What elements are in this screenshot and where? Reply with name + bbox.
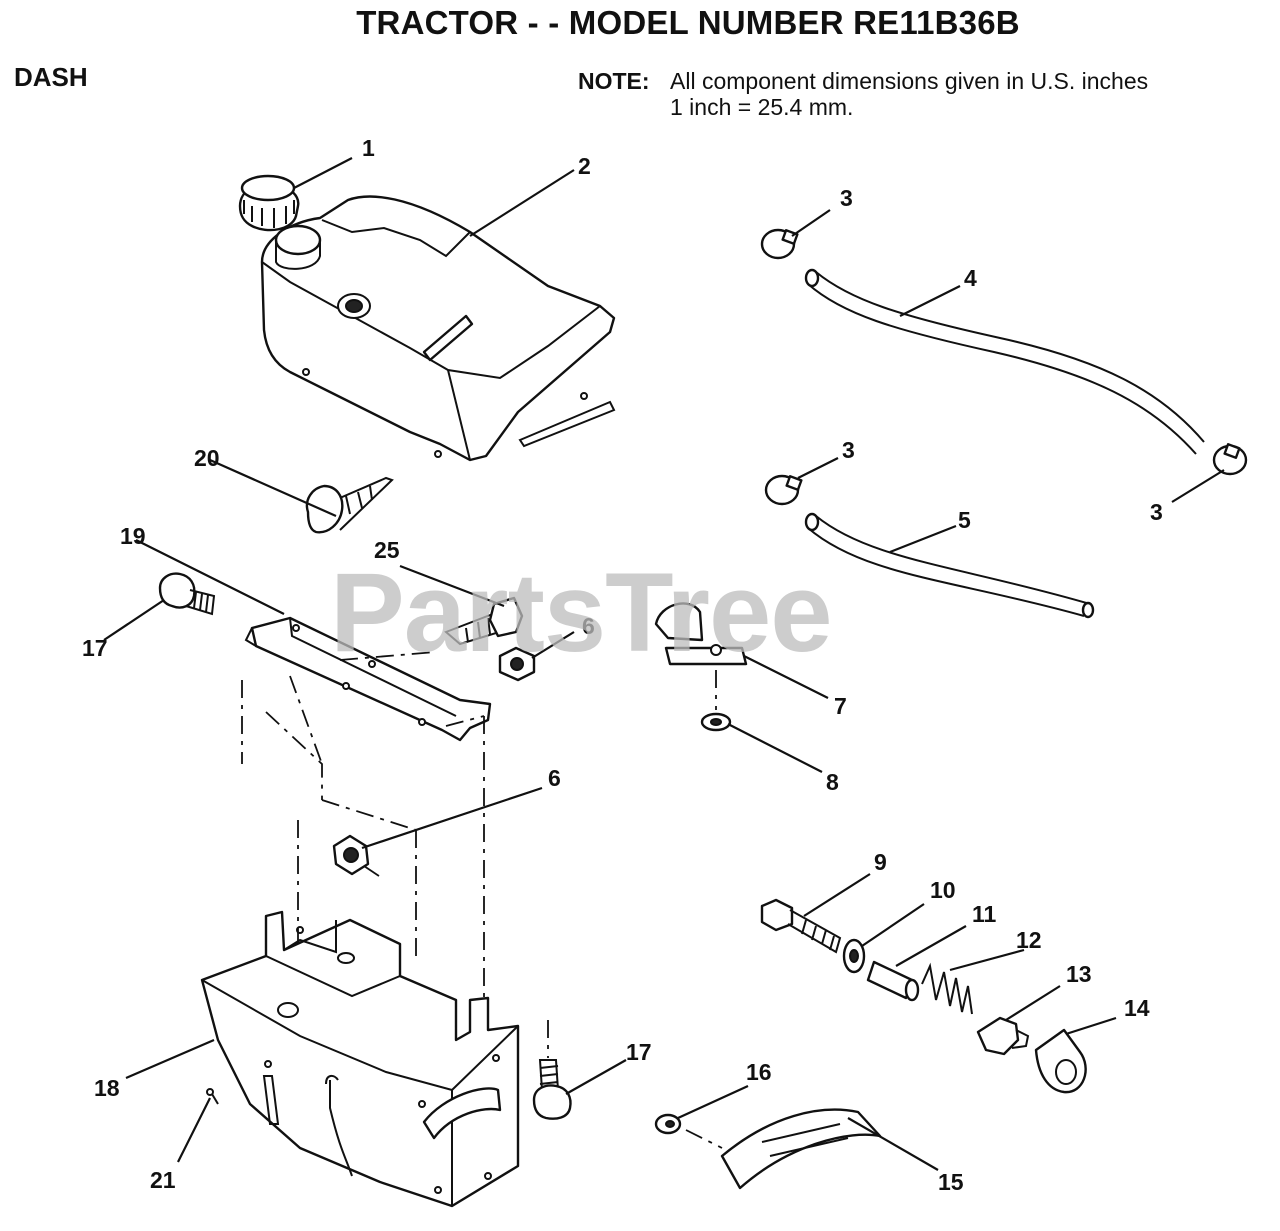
part-25-bolt — [444, 596, 524, 646]
part-15-decal — [720, 1108, 882, 1190]
part-7-hose-clip — [654, 602, 748, 666]
part-10-washer — [842, 938, 866, 974]
note-label: NOTE: — [578, 68, 650, 94]
callout-10: 10 — [930, 877, 956, 903]
callout-2: 2 — [578, 153, 591, 179]
callout-1: 1 — [362, 135, 375, 161]
leader-lines — [103, 157, 1225, 1171]
callout-21: 21 — [150, 1167, 176, 1193]
callout-8: 8 — [826, 769, 839, 795]
part-14-cam — [1034, 1028, 1087, 1094]
watermark: PartsTree — [330, 550, 833, 675]
part-5-fuel-line — [804, 512, 1095, 619]
part-13-latch — [976, 1016, 1030, 1056]
callout-9: 9 — [874, 849, 887, 875]
part-3-hose-clamp-middle — [764, 474, 803, 506]
note-line-1: All component dimensions given in U.S. i… — [670, 68, 1149, 94]
part-16-grommet — [654, 1113, 682, 1135]
part-18-dash-panel — [200, 910, 520, 1208]
page-title: TRACTOR - - MODEL NUMBER RE11B36B — [356, 4, 1020, 41]
callout-19: 19 — [120, 523, 146, 549]
callout-18: 18 — [94, 1075, 120, 1101]
part-6-nut-top — [498, 646, 536, 682]
part-1-fuel-cap — [238, 174, 300, 232]
part-12-spring — [921, 962, 973, 1015]
part-9-bolt — [760, 898, 842, 954]
callout-3-middle: 3 — [842, 437, 855, 463]
alignment-lines — [241, 651, 723, 1149]
callout-numbers: 1 2 3 4 3 3 5 20 19 17 25 6 7 8 6 9 10 1… — [82, 135, 1163, 1195]
callout-17-bottom: 17 — [626, 1039, 652, 1065]
callout-6-top: 6 — [582, 613, 595, 639]
callout-5: 5 — [958, 507, 971, 533]
part-8-washer — [700, 712, 732, 732]
part-3-hose-clamp-right — [1212, 443, 1248, 476]
callout-12: 12 — [1016, 927, 1042, 953]
callout-4: 4 — [964, 265, 977, 291]
part-3-hose-clamp-top — [760, 228, 799, 260]
part-21-pin — [206, 1088, 219, 1105]
part-6-nut-middle — [332, 834, 370, 876]
callout-16: 16 — [746, 1059, 772, 1085]
part-17-bolt-bottom — [532, 1059, 572, 1120]
callout-13: 13 — [1066, 961, 1092, 987]
part-2-dash-cover — [260, 195, 616, 462]
callout-25: 25 — [374, 537, 400, 563]
part-20-screw — [305, 476, 394, 534]
callout-6-middle: 6 — [548, 765, 561, 791]
callout-3-right: 3 — [1150, 499, 1163, 525]
callout-17-top: 17 — [82, 635, 108, 661]
part-17-bolt-top — [158, 572, 216, 616]
part-4-fuel-line — [804, 268, 1205, 455]
callout-3-top: 3 — [840, 185, 853, 211]
callout-14: 14 — [1124, 995, 1150, 1021]
callout-15: 15 — [938, 1169, 964, 1195]
callout-7: 7 — [834, 693, 847, 719]
note-line-2: 1 inch = 25.4 mm. — [670, 94, 854, 120]
callout-20: 20 — [194, 445, 220, 471]
part-19-bracket — [244, 616, 492, 742]
part-11-spacer — [866, 960, 920, 1002]
callout-11: 11 — [972, 901, 997, 927]
section-label: DASH — [14, 62, 88, 92]
